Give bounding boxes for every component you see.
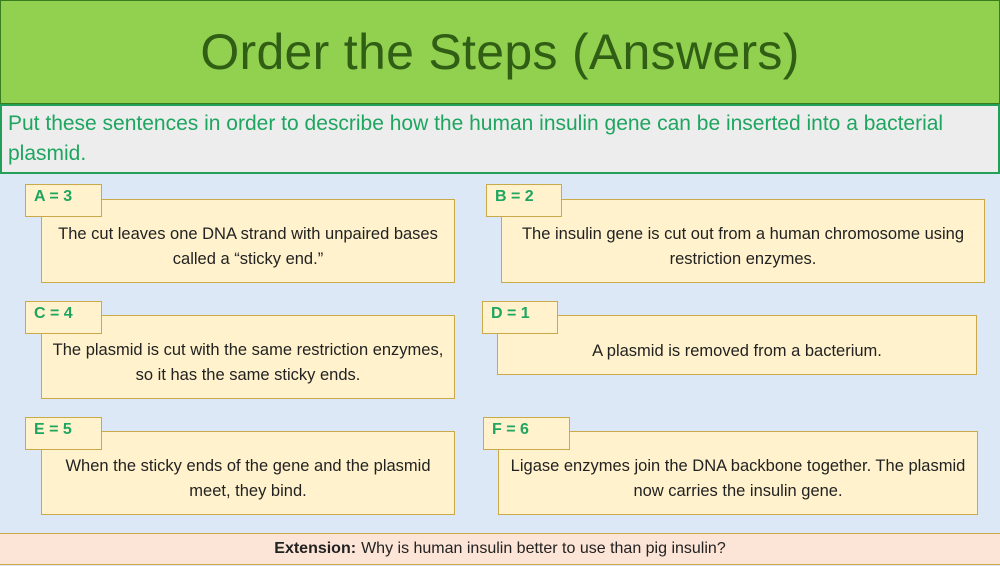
step-label-d: D = 1 xyxy=(482,301,558,334)
title-bar: Order the Steps (Answers) xyxy=(0,0,1000,104)
step-text-b: The insulin gene is cut out from a human… xyxy=(501,199,985,283)
step-label-b: B = 2 xyxy=(486,184,562,217)
step-text-f: Ligase enzymes join the DNA backbone tog… xyxy=(498,431,978,515)
extension-label: Extension: xyxy=(274,540,357,557)
step-text-e: When the sticky ends of the gene and the… xyxy=(41,431,455,515)
step-label-e: E = 5 xyxy=(25,417,102,450)
extension-question: Why is human insulin better to use than … xyxy=(361,540,726,557)
step-label-c: C = 4 xyxy=(25,301,102,334)
step-label-f: F = 6 xyxy=(483,417,570,450)
step-label-a: A = 3 xyxy=(25,184,102,217)
step-text-a: The cut leaves one DNA strand with unpai… xyxy=(41,199,455,283)
instructions-text: Put these sentences in order to describe… xyxy=(0,104,1000,174)
step-text-c: The plasmid is cut with the same restric… xyxy=(41,315,455,399)
step-text-d: A plasmid is removed from a bacterium. xyxy=(497,315,977,375)
extension-bar: Extension: Why is human insulin better t… xyxy=(0,533,1000,565)
page-title: Order the Steps (Answers) xyxy=(200,24,800,80)
